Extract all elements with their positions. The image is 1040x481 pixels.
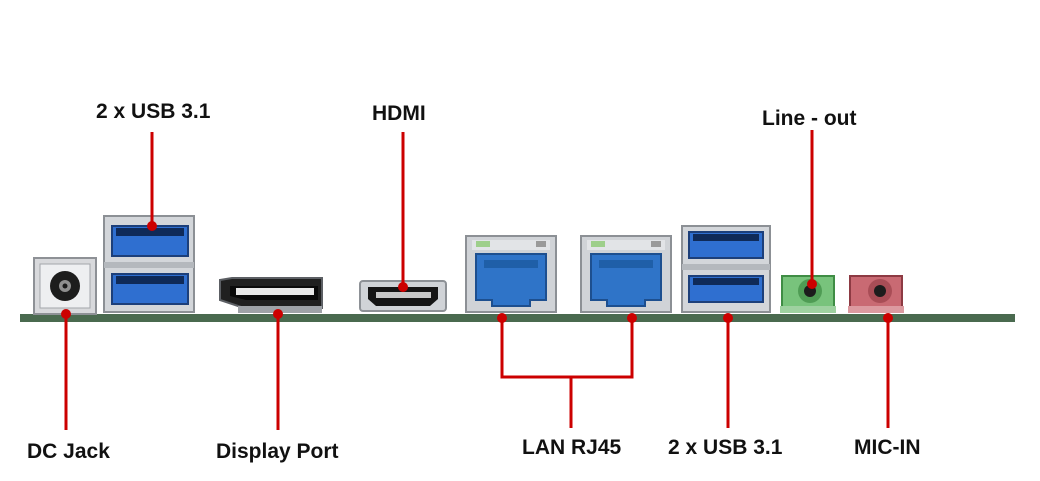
lan-1-connector (465, 235, 557, 313)
pcb-board (20, 314, 1015, 322)
lan-label: LAN RJ45 (522, 436, 622, 459)
leader-lines (61, 130, 893, 430)
hdmi-connector (359, 280, 447, 312)
dc-jack-connector (33, 257, 97, 315)
usb-stack-right-connector (681, 225, 771, 313)
lan-2-connector (580, 235, 672, 313)
usb-bottom-label: 2 x USB 3.1 (668, 436, 783, 459)
display-port-label: Display Port (216, 440, 339, 463)
hdmi-label: HDMI (372, 102, 426, 125)
leader-lan (500, 318, 634, 379)
mic-in-jack (848, 275, 904, 313)
mic-in-label: MIC-IN (854, 436, 921, 459)
usb-stack-left-connector (103, 215, 195, 313)
line-out-label: Line - out (762, 107, 857, 130)
display-port-connector (219, 277, 323, 313)
usb-top-label: 2 x USB 3.1 (96, 100, 211, 123)
dc-jack-label: DC Jack (27, 440, 110, 463)
